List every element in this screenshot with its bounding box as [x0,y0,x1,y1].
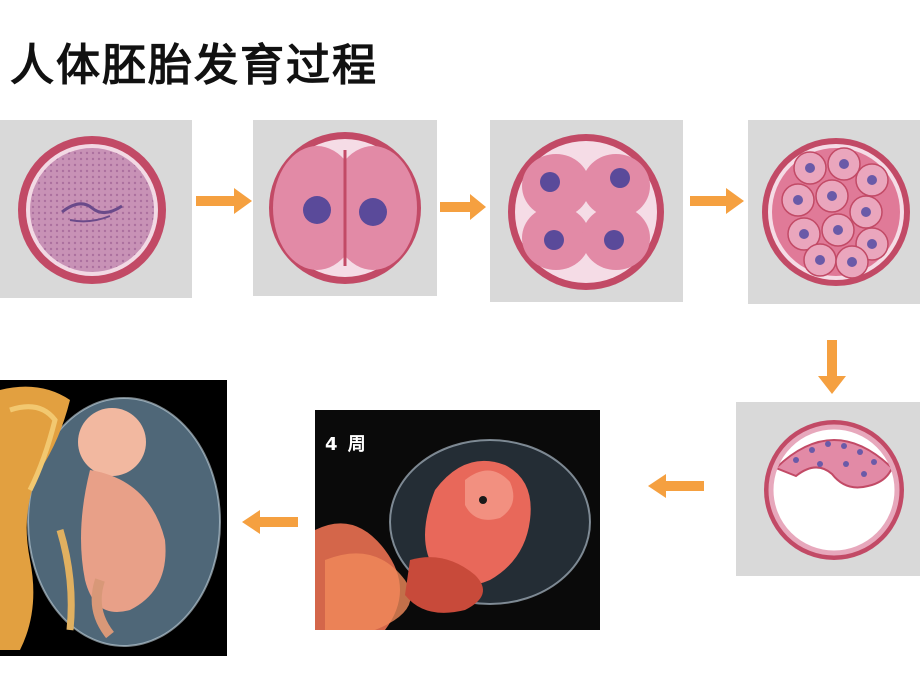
embryo-age-label: 4 周 [325,434,368,455]
arrow-right-icon [690,188,744,214]
arrow-right-2 [440,194,486,220]
arrow-down [818,340,846,394]
blastocyst-panel [736,402,920,576]
zygote-panel [0,120,192,298]
four-cell-icon [508,134,664,290]
blastocyst-icon [764,420,904,560]
fetus-panel [0,380,227,656]
arrow-left-2 [242,510,298,534]
two-cell-icon [269,132,421,284]
arrow-left-icon [648,474,704,498]
arrow-right-icon [440,194,486,220]
morula-icon [762,138,910,286]
arrow-right-1 [196,188,252,214]
zygote-icon [18,136,166,284]
morula-panel [748,120,920,304]
arrow-right-3 [690,188,744,214]
arrow-left-icon [242,510,298,534]
arrow-left-1 [648,474,704,498]
two-cell-panel [253,120,437,296]
arrow-down-icon [818,340,846,394]
slide-title: 人体胚胎发育过程 [10,40,378,91]
embryo-4-weeks-panel [315,410,600,630]
four-cell-panel [490,120,683,302]
arrow-right-icon [196,188,252,214]
fetus-image [0,380,227,656]
embryo-4-weeks-image [315,410,600,630]
